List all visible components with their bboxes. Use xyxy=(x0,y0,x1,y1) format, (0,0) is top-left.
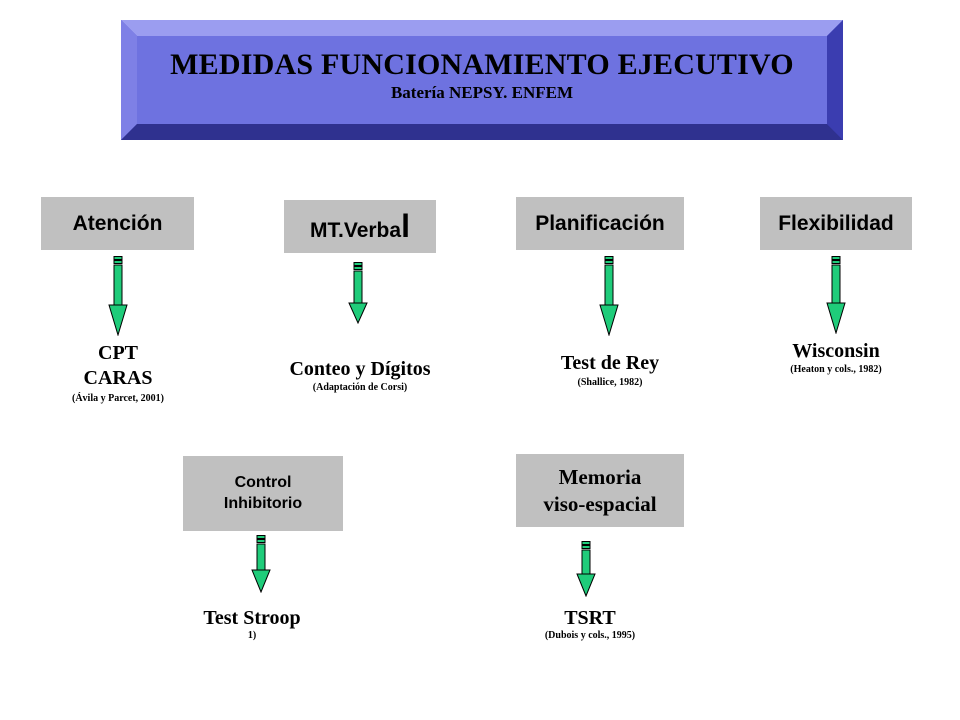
arrow-down-icon xyxy=(108,256,128,336)
arrow-down-icon xyxy=(826,256,846,334)
test-stroop-ref: 1) xyxy=(247,630,257,641)
test-rey: Test de Rey xyxy=(560,352,660,374)
test-caras-ref: (Ávila y Parcet, 2001) xyxy=(71,393,164,404)
test-rey-ref: (Shallice, 1982) xyxy=(577,377,643,388)
test-stroop: Test Stroop xyxy=(203,607,301,629)
test-memoria: TSRT (Dubois y cols., 1995) xyxy=(500,607,680,641)
category-flexibilidad-label: Flexibilidad xyxy=(778,211,894,235)
category-planificacion: Planificación xyxy=(516,197,684,250)
test-conteo-ref: (Adaptación de Corsi) xyxy=(312,382,408,393)
test-conteo: Conteo y Dígitos xyxy=(289,358,431,380)
test-cpt: CPT xyxy=(98,342,138,364)
category-memoria: Memoria viso-espacial xyxy=(516,454,684,527)
arrow-down-icon xyxy=(251,535,271,593)
category-memoria-label-2: viso-espacial xyxy=(543,491,657,516)
test-wisconsin-ref: (Heaton y cols., 1982) xyxy=(790,364,882,375)
arrow-down-icon xyxy=(599,256,619,336)
arrow-control-inhibitorio xyxy=(251,535,271,593)
arrow-mt-verbal xyxy=(348,262,368,324)
category-control-label-2: Inhibitorio xyxy=(223,495,303,512)
arrow-atencion xyxy=(108,256,128,336)
title-bevel-bottom xyxy=(121,124,843,140)
category-atencion: Atención xyxy=(41,197,194,250)
test-caras: CARAS xyxy=(83,367,153,389)
title-bevel-left xyxy=(121,20,137,140)
title-bevel-right xyxy=(827,20,843,140)
category-flexibilidad: Flexibilidad xyxy=(760,197,912,250)
page-subtitle: Batería NEPSY. ENFEM xyxy=(390,83,574,102)
category-mt-verbal-label: MT.Verbal xyxy=(310,208,410,244)
category-control-label-1: Control xyxy=(234,474,292,491)
arrow-down-icon xyxy=(576,541,596,597)
arrow-down-icon xyxy=(348,262,368,324)
category-mt-verbal: MT.Verbal xyxy=(284,200,436,253)
title-box: MEDIDAS FUNCIONAMIENTO EJECUTIVO Batería… xyxy=(137,36,827,124)
test-mt-verbal: Conteo y Dígitos (Adaptación de Corsi) xyxy=(260,358,460,393)
arrow-memoria xyxy=(576,541,596,597)
category-planificacion-label: Planificación xyxy=(535,211,665,235)
page-title: MEDIDAS FUNCIONAMIENTO EJECUTIVO xyxy=(170,48,794,81)
category-control-inhibitorio: Control Inhibitorio xyxy=(183,456,343,531)
test-flexibilidad: Wisconsin (Heaton y cols., 1982) xyxy=(760,340,912,375)
category-memoria-label-1: Memoria xyxy=(558,464,642,489)
test-wisconsin: Wisconsin xyxy=(792,340,880,362)
arrow-planificacion xyxy=(599,256,619,336)
test-control-inhibitorio: Test Stroop 1) xyxy=(172,607,332,641)
test-tsrt: TSRT xyxy=(564,607,616,629)
test-tsrt-ref: (Dubois y cols., 1995) xyxy=(544,630,636,641)
test-planificacion: Test de Rey (Shallice, 1982) xyxy=(520,352,700,388)
test-atencion: CPT CARAS (Ávila y Parcet, 2001) xyxy=(40,342,196,404)
category-atencion-label: Atención xyxy=(72,211,163,235)
arrow-flexibilidad xyxy=(826,256,846,334)
title-bevel-top xyxy=(121,20,843,36)
